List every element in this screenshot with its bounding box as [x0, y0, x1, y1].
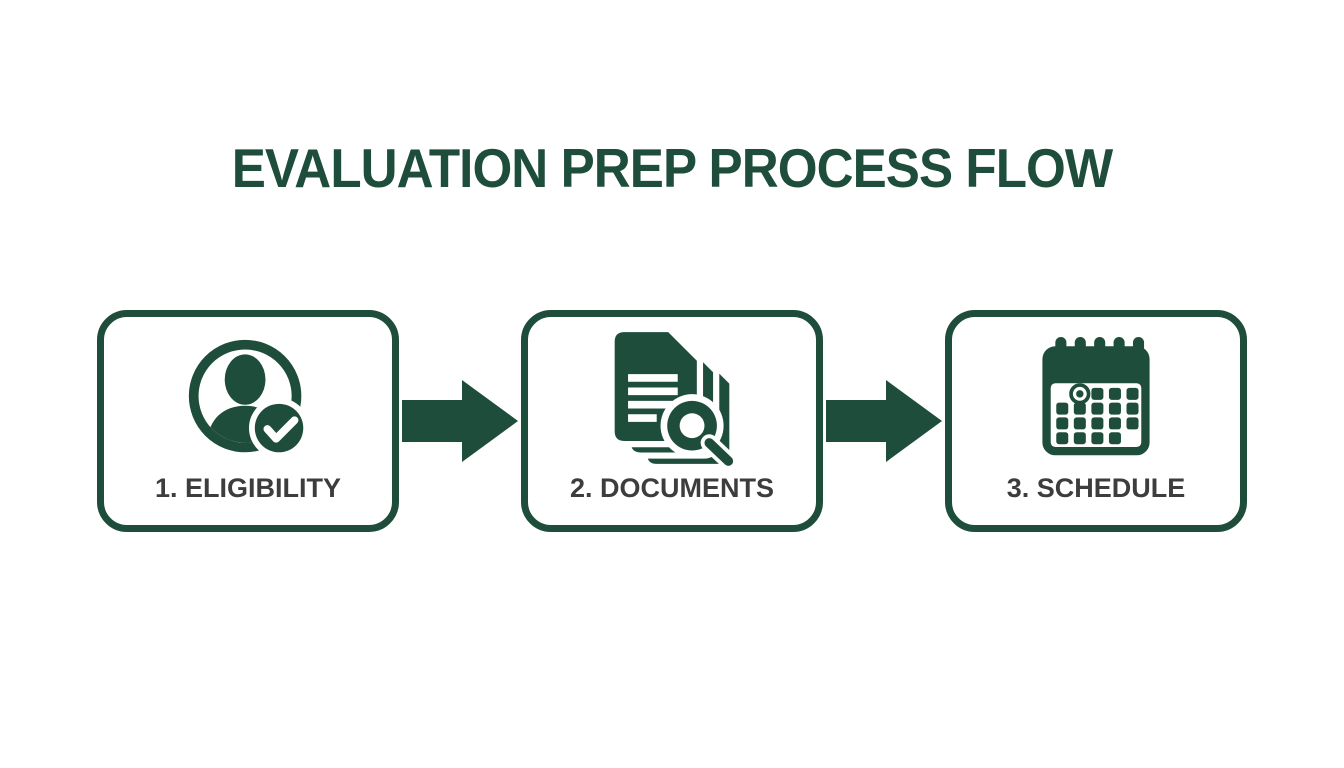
step-box-documents: 2. DOCUMENTS [521, 310, 823, 532]
documents-search-icon [608, 329, 736, 467]
calendar-icon [1035, 329, 1157, 467]
step-label: 3. SCHEDULE [1006, 473, 1186, 503]
step-box-eligibility: 1. ELIGIBILITY [97, 310, 399, 532]
process-flow: 1. ELIGIBILITY [0, 310, 1344, 532]
arrow-right-icon [826, 380, 942, 462]
step-label: 1. ELIGIBILITY [154, 473, 342, 503]
arrow-right-icon [402, 380, 518, 462]
step-label: 2. DOCUMENTS [569, 473, 775, 503]
person-check-icon [184, 329, 312, 467]
page-title: EVALUATION PREP PROCESS FLOW [231, 137, 1113, 199]
step-box-schedule: 3. SCHEDULE [945, 310, 1247, 532]
